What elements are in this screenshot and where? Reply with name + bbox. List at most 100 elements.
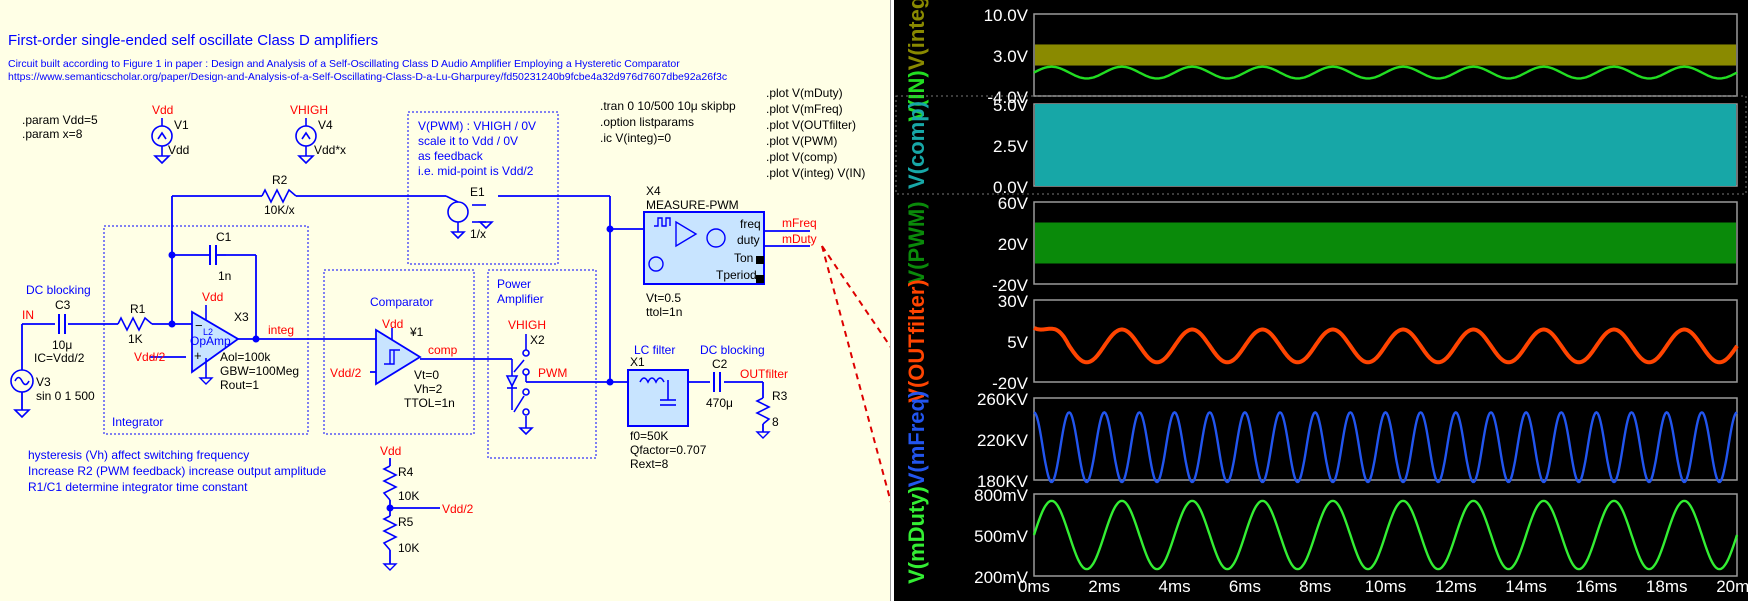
x-tick-label: 12ms [1435,577,1477,596]
resistor-r2 [261,188,297,204]
u1-param-vt: Vt=0 [414,368,439,382]
net-mfreq-label: mFreq [782,216,817,230]
x4-pin-ton: Ton [734,251,753,265]
capacitor-c1 [209,245,217,265]
series-V(mDuty)[interactable] [1032,499,1739,571]
x-tick-label: 18ms [1646,577,1688,596]
y-tick-label: -20V [992,276,1029,295]
x3-param-gbw: GBW=100Meg [220,364,299,378]
pane-selection-frame [895,95,1747,195]
y-tick-label: 260KV [977,390,1029,409]
y-tick-label: -4.0V [987,88,1028,107]
measure-pwm-x4 [643,211,765,285]
y-tick-label: 200mV [974,568,1029,587]
c3-value: 10μ [52,338,72,352]
r3-value: 8 [772,415,779,429]
y-tick-label: 2.5V [993,137,1029,156]
plot-directive-3: .plot V(OUTfilter) [766,118,856,132]
y-tick-label: 5V [1007,333,1028,352]
v1-value: Vdd [168,143,189,157]
pane-y-label: V(OUTfilter) [904,279,929,402]
pane-y-label-part: V(comp) [904,101,929,189]
net-pwm-label: PWM [538,366,567,380]
x1-name: X1 [630,355,645,369]
power-amp-label-1: Power [497,277,531,291]
r1-name: R1 [130,302,146,316]
param-vdd: .param Vdd=5 [22,113,98,127]
waveform-pane-1[interactable]: 10.0V3.0V-4.0VV(IN)V(integ) [904,0,1738,122]
waveform-canvas[interactable]: 10.0V3.0V-4.0VV(IN)V(integ)5.0V2.5V0.0VV… [894,0,1748,601]
v4-net-label: VHIGH [290,103,328,117]
v3-name: V3 [36,375,51,389]
r5-value: 10K [398,541,419,555]
pwm-note-3: as feedback [418,149,484,163]
pane-y-label: V(mDuty) [904,486,929,584]
r3-ground-icon [755,431,771,439]
x-tick-label: 0ms [1018,577,1050,596]
waveform-pane-6[interactable]: 800mV 500mV 200mV V(mDuty) [904,486,1739,587]
reference-line-1: Circuit built according to Figure 1 in p… [8,58,680,70]
x4-pin-duty: duty [737,233,760,247]
dc-blocking-out-label: DC blocking [700,343,765,357]
pwm-note-2: scale it to Vdd / 0V [418,134,518,148]
waveform-pane-2[interactable]: 5.0V2.5V0.0VV(comp) [895,95,1747,197]
power-amp-box [487,269,597,459]
r5-ground-icon [382,563,398,571]
source-v3 [10,369,34,419]
u1-vdd-label: Vdd [382,317,403,331]
x1-param-f0: f0=50K [630,429,668,443]
x2-name: X2 [530,333,545,347]
y-tick-label: 3.0V [993,47,1029,66]
c3-ic: IC=Vdd/2 [34,351,85,365]
series-V(mFreq)[interactable] [1033,411,1738,484]
series-V(IN)[interactable] [1033,65,1738,80]
series-V(PWM)[interactable] [1035,222,1736,264]
pane-y-label: V(comp) [904,101,929,189]
series-V(integ)[interactable] [1035,44,1736,66]
series-V(OUTfilter)[interactable] [1033,326,1739,365]
x3-model: OpAmp [190,334,231,348]
x3-lib: L2 [203,327,213,337]
y-tick-label: 10.0V [984,6,1029,25]
r2-value: 10K/x [264,203,295,217]
switch-x2 [505,334,534,436]
x-axis: 0ms2ms4ms6ms8ms10ms12ms14ms16ms18ms20ms [1018,577,1748,596]
net-comp-label: comp [428,343,458,357]
svg-text:+: + [194,348,202,363]
y-tick-label: 800mV [974,486,1029,505]
x3-vdd-half-label: Vdd/2 [134,350,166,364]
capacitor-c2 [713,372,721,392]
x3-param-aol: Aol=100k [220,350,271,364]
v4-value: Vdd*x [314,143,346,157]
pane-y-label: V(mFreq) [904,391,929,488]
plot-directive-1: .plot V(mDuty) [766,86,843,100]
reference-line-2: https://www.semanticscholar.org/paper/De… [8,71,727,83]
r4-name: R4 [398,465,414,479]
r3-name: R3 [772,389,788,403]
pane-y-label-part: V(PWM) [904,201,929,284]
x-tick-label: 4ms [1159,577,1191,596]
pwm-feedback-box [407,111,559,265]
v3-value: sin 0 1 500 [36,389,95,403]
y-tick-label: 220KV [977,431,1029,450]
source-v1 [151,118,173,165]
y-tick-label: 0.0V [993,178,1029,197]
x-tick-label: 8ms [1299,577,1331,596]
x2-vhigh-label: VHIGH [508,318,546,332]
plot-directive-4: .plot V(PWM) [766,134,837,148]
note-1: hysteresis (Vh) affect switching frequen… [28,448,249,462]
y-tick-label: 500mV [974,527,1029,546]
x3-vdd-label: Vdd [202,290,223,304]
r4-value: 10K [398,489,419,503]
x4-model: MEASURE-PWM [646,198,739,212]
comparator-label: Comparator [370,295,433,309]
c3-name: C3 [55,298,71,312]
x-tick-label: 6ms [1229,577,1261,596]
series-V(comp)[interactable] [1035,104,1736,186]
x-tick-label: 20ms [1716,577,1748,596]
x1-param-q: Qfactor=0.707 [630,443,707,457]
